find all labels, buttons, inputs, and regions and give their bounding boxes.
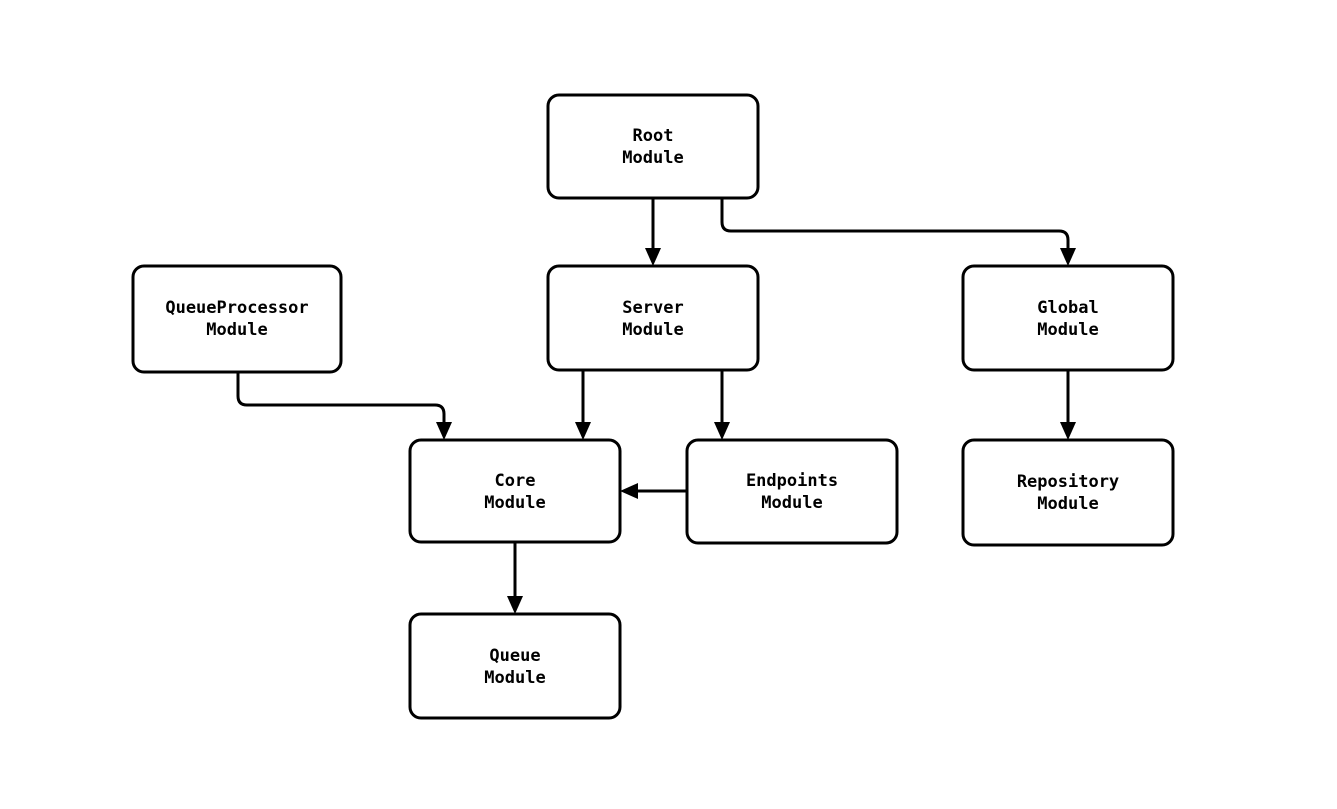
node-repository-label-line1: Repository: [1017, 472, 1119, 492]
edge-server-core: [575, 370, 591, 440]
node-root-label-line1: Root: [633, 126, 674, 146]
node-global-box[interactable]: [961, 264, 1175, 372]
edge-endpoints-core: [620, 483, 687, 499]
node-global-label-line1: Global: [1037, 298, 1098, 318]
node-queue-box[interactable]: [408, 612, 622, 720]
node-server-box[interactable]: [546, 264, 760, 372]
node-queue[interactable]: Queue Module: [408, 612, 622, 720]
edge-root-server: [645, 198, 661, 266]
edge-core-queue: [507, 542, 523, 614]
node-endpoints[interactable]: Endpoints Module: [685, 438, 899, 545]
node-repository[interactable]: Repository Module: [961, 438, 1175, 547]
node-repository-box[interactable]: [961, 438, 1175, 547]
node-core-box[interactable]: [408, 438, 622, 544]
node-core-label-line1: Core: [495, 471, 536, 491]
node-root[interactable]: Root Module: [546, 93, 760, 200]
node-server[interactable]: Server Module: [546, 264, 760, 372]
arrowhead-icon: [1060, 248, 1076, 266]
node-queueprocessor[interactable]: QueueProcessor Module: [131, 264, 343, 374]
arrowhead-icon: [1060, 422, 1076, 440]
node-root-label-line2: Module: [622, 148, 683, 168]
node-endpoints-label-line1: Endpoints: [746, 471, 838, 491]
node-core[interactable]: Core Module: [408, 438, 622, 544]
node-core-label-line2: Module: [484, 493, 545, 513]
node-global-label-line2: Module: [1037, 320, 1098, 340]
node-layer: Root Module QueueProcessor Module Server…: [131, 93, 1175, 720]
arrowhead-icon: [645, 248, 661, 266]
node-endpoints-label-line2: Module: [761, 493, 822, 513]
edge-root-global: [720, 198, 1076, 266]
node-repository-label-line2: Module: [1037, 494, 1098, 514]
edge-queueprocessor-core: [236, 372, 452, 440]
node-root-box[interactable]: [546, 93, 760, 200]
node-queueprocessor-box[interactable]: [131, 264, 343, 374]
arrowhead-icon: [575, 422, 591, 440]
node-queueprocessor-label-line2: Module: [206, 320, 267, 340]
node-endpoints-box[interactable]: [685, 438, 899, 545]
node-server-label-line2: Module: [622, 320, 683, 340]
edge-global-repository: [1060, 370, 1076, 440]
node-server-label-line1: Server: [622, 298, 683, 318]
node-queue-label-line1: Queue: [489, 646, 540, 666]
edge-server-endpoints: [714, 370, 730, 440]
node-global[interactable]: Global Module: [961, 264, 1175, 372]
arrowhead-icon: [436, 422, 452, 440]
node-queue-label-line2: Module: [484, 668, 545, 688]
node-queueprocessor-label-line1: QueueProcessor: [165, 298, 308, 318]
arrowhead-icon: [620, 483, 638, 499]
edge-layer: [236, 198, 1076, 614]
arrowhead-icon: [714, 422, 730, 440]
arrowhead-icon: [507, 596, 523, 614]
